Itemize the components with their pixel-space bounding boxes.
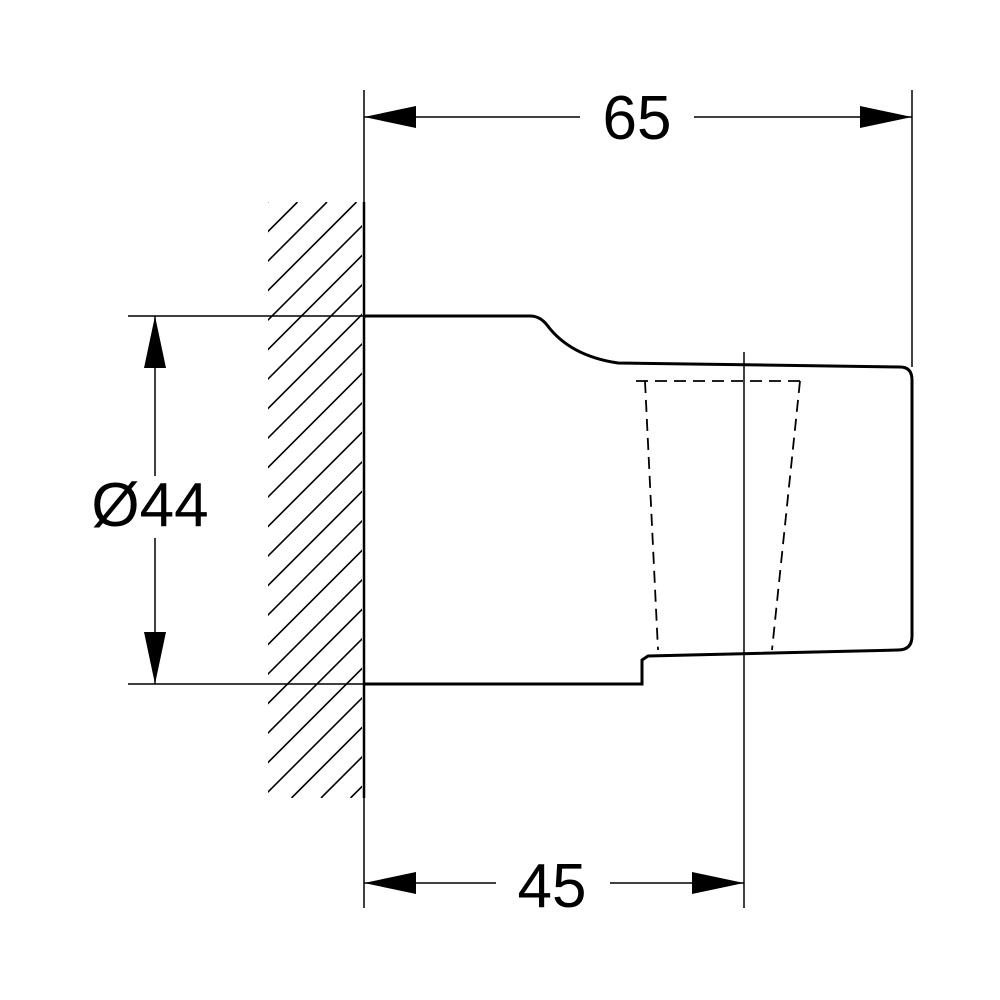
hatch-line — [498, 202, 1000, 798]
hatch-line — [349, 785, 362, 798]
hatch-line — [268, 608, 362, 705]
hatch-line — [290, 726, 362, 798]
arrowhead — [364, 106, 416, 128]
hatch-line — [320, 755, 362, 798]
hatch-line — [268, 637, 362, 735]
arrowhead — [144, 632, 166, 684]
hatch-line — [268, 224, 362, 322]
hatch-line — [439, 202, 1000, 798]
dimension-label-65: 65 — [603, 84, 672, 153]
hatch-line — [268, 254, 362, 351]
hatch-line — [268, 313, 362, 410]
hatch-line — [268, 283, 362, 381]
wall-hatching — [268, 202, 1000, 798]
hatch-line — [469, 202, 1000, 798]
arrowhead — [144, 316, 166, 368]
arrowhead — [692, 872, 744, 894]
hidden-socket-outline — [636, 380, 801, 651]
dimension-depth: 45 — [364, 852, 744, 921]
hatch-line — [268, 401, 362, 499]
dimension-width-overall: 65 — [364, 84, 912, 153]
hatch-line — [268, 667, 362, 764]
holder-body-outline — [364, 314, 914, 686]
hatch-line — [268, 342, 362, 440]
hatch-line — [268, 696, 362, 794]
extension-lines — [128, 90, 913, 908]
arrowhead — [860, 106, 912, 128]
dimension-label-45: 45 — [518, 852, 587, 921]
hatch-line — [268, 431, 362, 528]
hatch-line — [268, 372, 362, 469]
hatch-line — [380, 202, 976, 798]
hatch-line — [268, 460, 362, 558]
hatch-line — [528, 202, 1000, 798]
dimension-diameter: Ø44 — [91, 316, 209, 684]
arrowhead — [364, 872, 416, 894]
dimension-label-diameter: Ø44 — [91, 471, 208, 540]
hatch-line — [268, 490, 362, 587]
